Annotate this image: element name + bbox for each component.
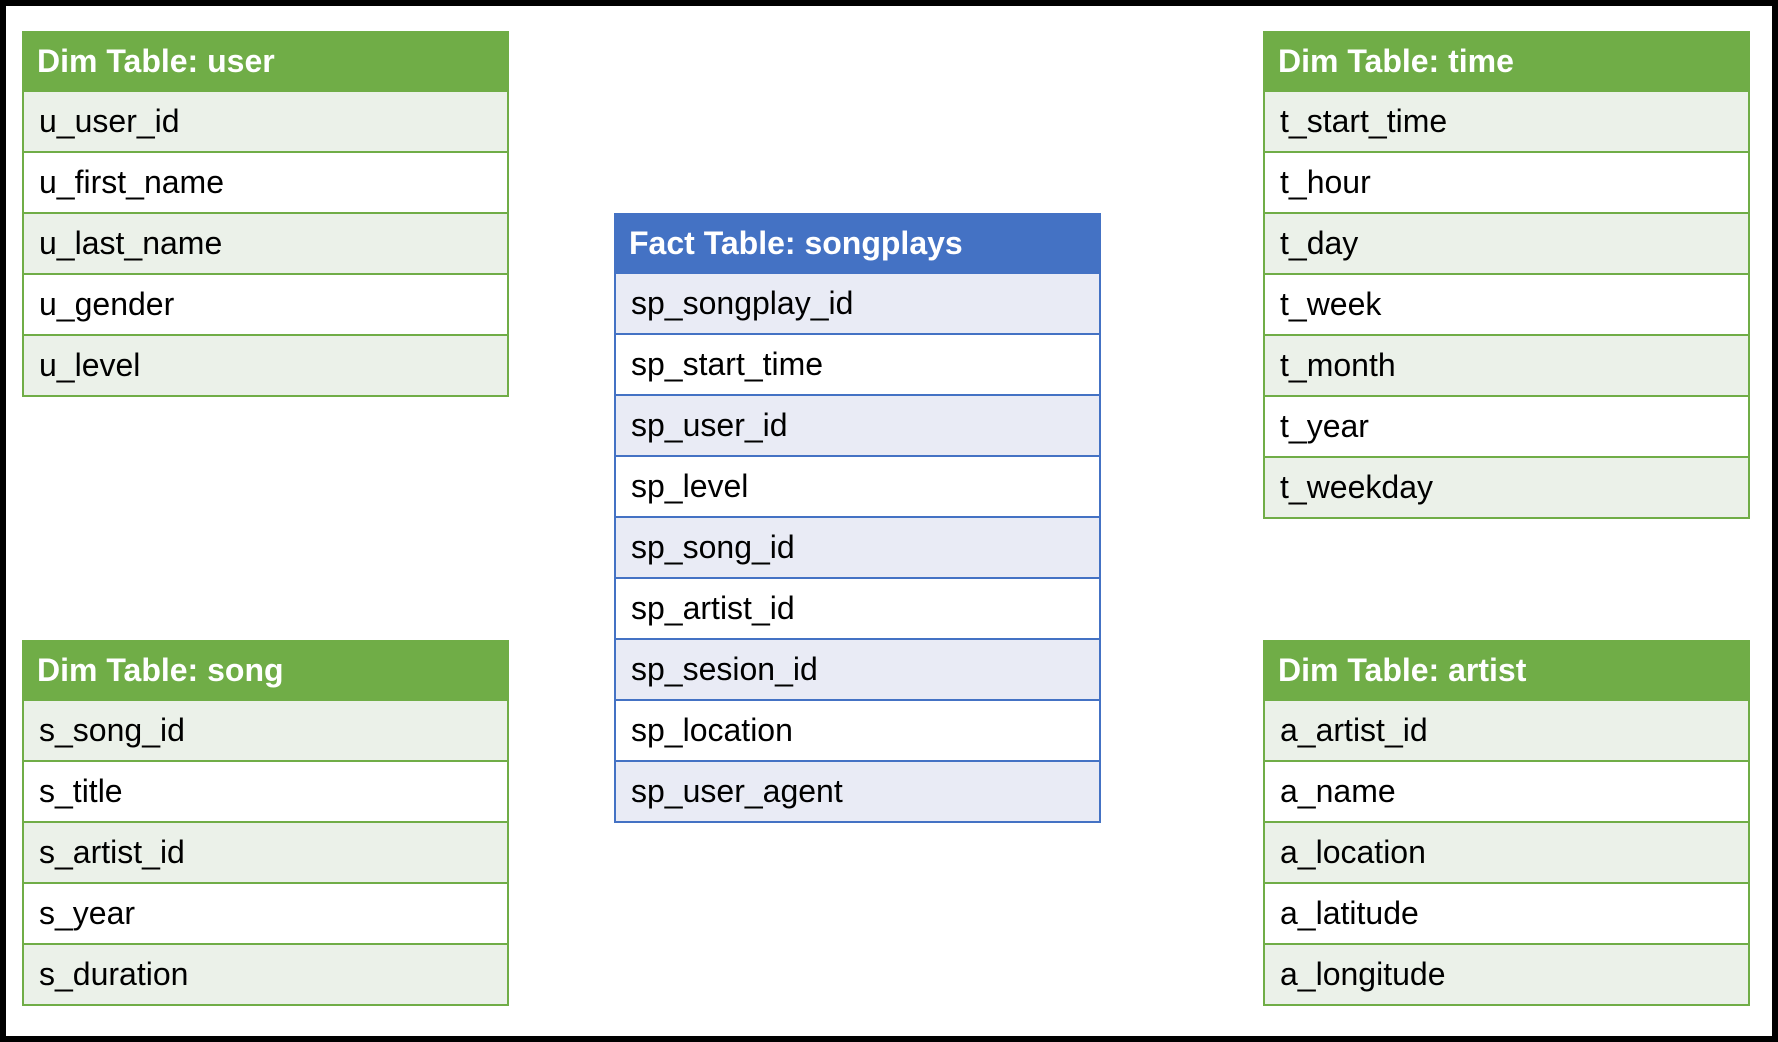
column-row: s_artist_id: [22, 823, 509, 884]
column-row: sp_artist_id: [614, 579, 1101, 640]
column-row: u_user_id: [22, 92, 509, 153]
column-row: sp_user_id: [614, 396, 1101, 457]
column-row: sp_level: [614, 457, 1101, 518]
column-row: u_first_name: [22, 153, 509, 214]
table-header: Dim Table: user: [22, 31, 509, 92]
column-row: u_last_name: [22, 214, 509, 275]
column-row: t_week: [1263, 275, 1750, 336]
column-row: t_weekday: [1263, 458, 1750, 519]
column-row: sp_start_time: [614, 335, 1101, 396]
column-row: t_year: [1263, 397, 1750, 458]
table-header: Fact Table: songplays: [614, 213, 1101, 274]
column-row: s_song_id: [22, 701, 509, 762]
table-header: Dim Table: song: [22, 640, 509, 701]
column-row: sp_sesion_id: [614, 640, 1101, 701]
column-row: t_month: [1263, 336, 1750, 397]
column-row: a_latitude: [1263, 884, 1750, 945]
column-row: sp_songplay_id: [614, 274, 1101, 335]
column-row: a_artist_id: [1263, 701, 1750, 762]
column-row: a_longitude: [1263, 945, 1750, 1006]
column-row: sp_location: [614, 701, 1101, 762]
table-header: Dim Table: time: [1263, 31, 1750, 92]
column-row: sp_song_id: [614, 518, 1101, 579]
column-row: a_name: [1263, 762, 1750, 823]
column-row: sp_user_agent: [614, 762, 1101, 823]
column-row: u_gender: [22, 275, 509, 336]
column-row: s_duration: [22, 945, 509, 1006]
column-row: u_level: [22, 336, 509, 397]
column-row: t_day: [1263, 214, 1750, 275]
column-row: s_title: [22, 762, 509, 823]
column-row: s_year: [22, 884, 509, 945]
column-row: t_hour: [1263, 153, 1750, 214]
table-header: Dim Table: artist: [1263, 640, 1750, 701]
column-row: t_start_time: [1263, 92, 1750, 153]
column-row: a_location: [1263, 823, 1750, 884]
